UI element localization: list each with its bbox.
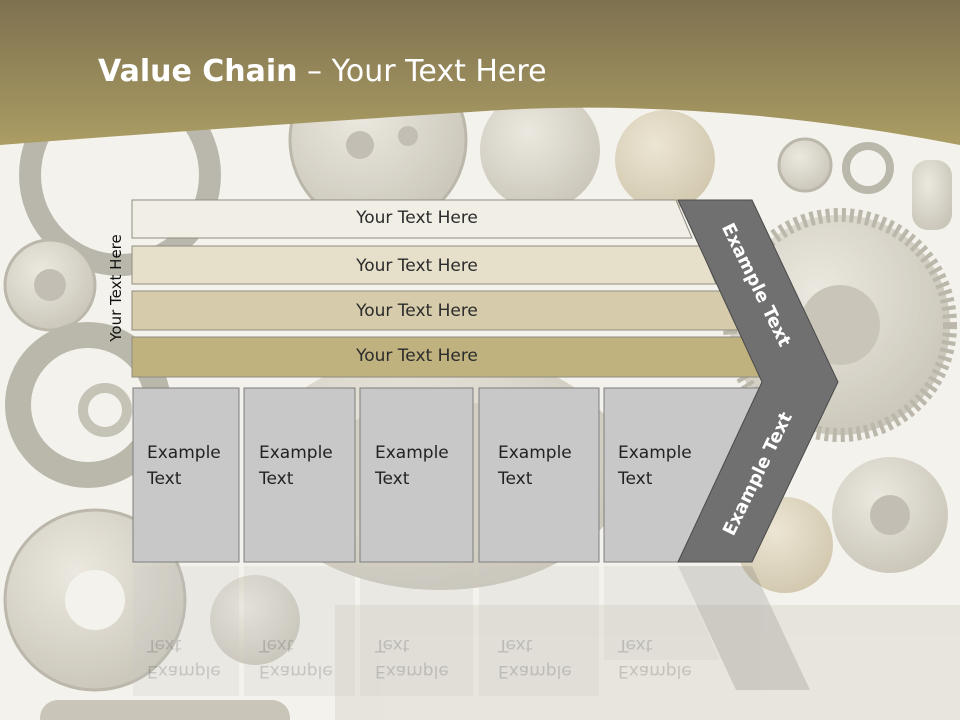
box-3-label: Example Text [375, 443, 449, 489]
box-3-shape[interactable] [359, 387, 474, 563]
side-label: Your Text Here [107, 234, 125, 342]
box-3-reflection: Example Text [375, 635, 449, 681]
box-5-reflection: Example Text [618, 635, 692, 681]
reflection [133, 566, 810, 696]
title-bold: Value Chain [98, 54, 298, 89]
title-rest: – Your Text Here [297, 54, 547, 89]
chevron-arrow[interactable] [677, 199, 839, 563]
box-1-shape[interactable] [132, 387, 240, 563]
box-1-reflection: Example Text [147, 635, 221, 681]
bar-1-shape[interactable] [131, 199, 693, 239]
bar-3-label: Your Text Here [356, 301, 478, 321]
bar-2-shape[interactable] [131, 245, 717, 285]
box-2-reflection: Example Text [259, 635, 333, 681]
box-2-shape[interactable] [243, 387, 356, 563]
bar-1-label: Your Text Here [356, 208, 478, 228]
page-title: Value Chain – Your Text Here [98, 54, 547, 89]
box-4-label: Example Text [498, 443, 572, 489]
box-5-label: Example Text [618, 443, 692, 489]
box-4-shape[interactable] [478, 387, 600, 563]
bar-4-label: Your Text Here [356, 346, 478, 366]
box-4-reflection: Example Text [498, 635, 572, 681]
box-2-label: Example Text [259, 443, 333, 489]
bar-2-label: Your Text Here [356, 256, 478, 276]
box-1-label: Example Text [147, 443, 221, 489]
